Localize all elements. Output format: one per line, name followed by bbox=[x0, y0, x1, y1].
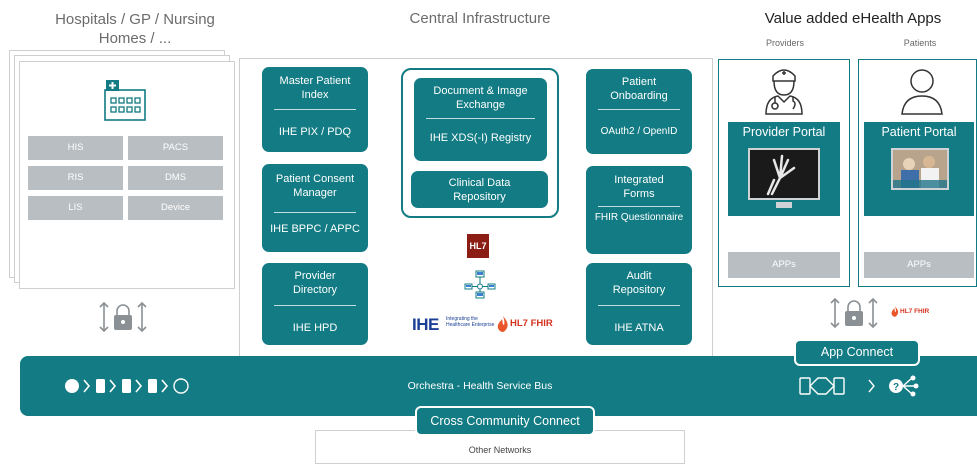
network-topology-icon bbox=[464, 270, 496, 305]
provider-portal-label: Provider Portal bbox=[742, 125, 826, 139]
system-lis: LIS bbox=[28, 196, 123, 220]
provider-directory-standard: IHE HPD bbox=[292, 322, 338, 334]
system-dms: DMS bbox=[128, 166, 223, 190]
provider-directory-tile: Provider Directory IHE HPD bbox=[262, 263, 368, 345]
patient-consent-manager-tile: Patient Consent Manager IHE BPPC / APPC bbox=[262, 164, 368, 252]
hospitals-header: Hospitals / GP / Nursing Homes / ... bbox=[40, 10, 230, 48]
mpi-title: Master Patient Index bbox=[279, 75, 351, 101]
hl7-logo-text: HL7 bbox=[469, 241, 487, 251]
ihe-logo-text: IHE bbox=[412, 315, 439, 334]
routing-icon: ? bbox=[799, 375, 929, 402]
system-ris: RIS bbox=[28, 166, 123, 190]
document-image-exchange-tile: Document & Image Exchange IHE XDS(-I) Re… bbox=[414, 78, 547, 161]
patients-caption: Patients bbox=[903, 38, 937, 48]
mpi-standard: IHE PIX / PDQ bbox=[278, 126, 352, 138]
cross-community-connect-button[interactable]: Cross Community Connect bbox=[415, 406, 595, 436]
fhir-small-flame-icon bbox=[891, 306, 899, 317]
consent-standard: IHE BPPC / APPC bbox=[270, 223, 360, 235]
forms-standard: FHIR Questionnaire bbox=[594, 212, 684, 223]
onboarding-standard: OAuth2 / OpenID bbox=[600, 126, 678, 137]
doc-exchange-title: Document & Image Exchange bbox=[433, 85, 528, 111]
doctor-icon bbox=[760, 64, 808, 121]
providers-caption: Providers bbox=[765, 38, 804, 48]
hl7-fhir-small-logo-text: HL7 FHIR bbox=[900, 308, 930, 315]
mpi-divider bbox=[274, 109, 356, 110]
integrated-forms-tile: Integrated Forms FHIR Questionnaire bbox=[586, 166, 692, 254]
ihe-logo: IHE Integrating the Healthcare Enterpris… bbox=[412, 315, 494, 335]
other-networks-label: Other Networks bbox=[468, 445, 532, 455]
audit-title: Audit Repository bbox=[612, 270, 666, 296]
onboarding-title: Patient Onboarding bbox=[610, 76, 668, 102]
forms-divider bbox=[598, 206, 680, 207]
hl7-logo: HL7 bbox=[467, 234, 489, 258]
doc-exchange-standard: IHE XDS(-I) Registry bbox=[429, 132, 532, 144]
app-connect-button[interactable]: App Connect bbox=[794, 339, 920, 366]
monitor-stand bbox=[776, 202, 792, 208]
doc-exchange-divider bbox=[426, 118, 535, 119]
central-infrastructure-header: Central Infrastructure bbox=[409, 10, 551, 27]
system-device: Device bbox=[128, 196, 223, 220]
system-his: HIS bbox=[28, 136, 123, 160]
hospitals-header-text: Hospitals / GP / Nursing Homes / ... bbox=[55, 11, 215, 47]
pipeline-flow-icon bbox=[64, 376, 214, 401]
patient-onboarding-tile: Patient Onboarding OAuth2 / OpenID bbox=[586, 69, 692, 154]
app-secure-transfer-icon bbox=[827, 296, 881, 335]
clinical-repo-title: Clinical Data Repository bbox=[448, 177, 511, 203]
forms-title: Integrated Forms bbox=[614, 174, 664, 200]
xray-monitor-image bbox=[748, 148, 820, 200]
fhir-flame-icon bbox=[497, 316, 508, 332]
svg-text:?: ? bbox=[893, 382, 899, 393]
audit-standard: IHE ATNA bbox=[614, 322, 664, 334]
onboarding-divider bbox=[598, 109, 680, 110]
patient-apps-bar[interactable]: APPs bbox=[864, 252, 974, 278]
provider-apps-bar[interactable]: APPs bbox=[728, 252, 840, 278]
consent-title: Patient Consent Manager bbox=[275, 173, 355, 199]
patient-portal-panel[interactable]: Patient Portal bbox=[864, 122, 974, 216]
clinical-data-repository-tile: Clinical Data Repository bbox=[411, 171, 548, 208]
secure-transfer-icon bbox=[98, 300, 148, 339]
audit-divider bbox=[598, 305, 680, 306]
provider-directory-title: Provider Directory bbox=[292, 270, 337, 296]
provider-directory-divider bbox=[274, 305, 356, 306]
hospital-building-icon bbox=[97, 76, 153, 127]
apps-header: Value added eHealth Apps bbox=[764, 10, 942, 27]
patient-portal-label: Patient Portal bbox=[881, 125, 957, 139]
consent-divider bbox=[274, 212, 356, 213]
system-pacs: PACS bbox=[128, 136, 223, 160]
service-bus-label: Orchestra - Health Service Bus bbox=[407, 380, 553, 392]
provider-portal-panel[interactable]: Provider Portal bbox=[728, 122, 840, 216]
master-patient-index-tile: Master Patient Index IHE PIX / PDQ bbox=[262, 67, 368, 152]
patient-icon bbox=[898, 64, 946, 121]
hl7-fhir-logo-text: HL7 FHIR bbox=[510, 318, 553, 329]
ihe-tagline: Integrating the Healthcare Enterprise bbox=[446, 316, 495, 328]
tablet-image bbox=[891, 148, 949, 190]
audit-repository-tile: Audit Repository IHE ATNA bbox=[586, 263, 692, 345]
